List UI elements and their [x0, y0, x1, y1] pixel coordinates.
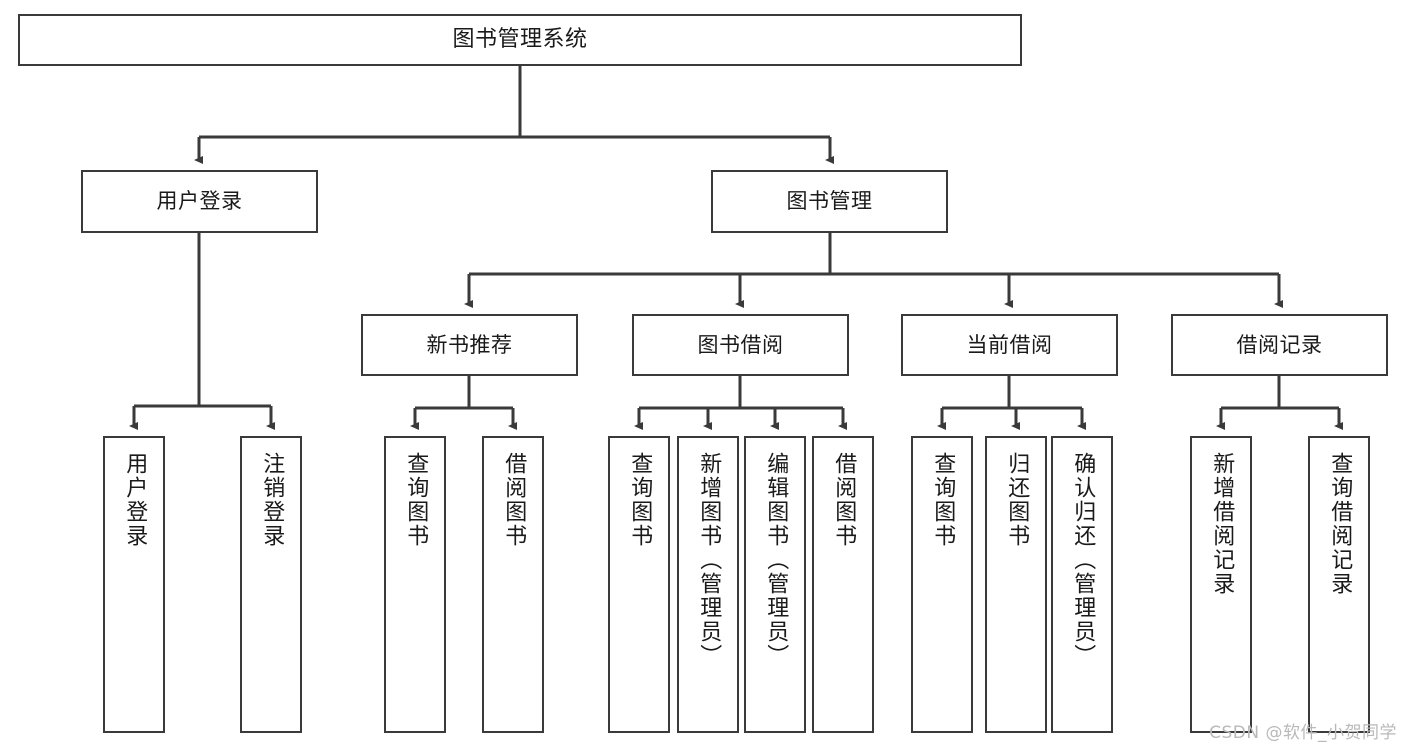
csdn-watermark: CSDN @软件_小贺同学: [1209, 723, 1397, 743]
node-book-borrow[interactable]: 图书借阅: [632, 314, 849, 376]
leaf-user-login[interactable]: 用户登录: [103, 436, 165, 733]
leaf-edit-book-admin-label: 编辑图书（管理员）: [763, 452, 789, 668]
node-new-book-recommend[interactable]: 新书推荐: [361, 314, 578, 376]
leaf-edit-book-admin[interactable]: 编辑图书（管理员）: [744, 436, 806, 733]
leaf-query-book-borrow-label: 查询图书: [627, 452, 653, 548]
leaf-add-borrow-record[interactable]: 新增借阅记录: [1190, 436, 1252, 733]
leaf-logout-label: 注销登录: [259, 452, 285, 548]
node-user-login-label: 用户登录: [156, 189, 243, 214]
leaf-logout[interactable]: 注销登录: [240, 436, 302, 733]
node-book-management[interactable]: 图书管理: [711, 170, 948, 233]
leaf-confirm-return-admin[interactable]: 确认归还（管理员）: [1051, 436, 1113, 733]
leaf-query-book-recommend-label: 查询图书: [403, 452, 429, 548]
leaf-add-book-admin[interactable]: 新增图书（管理员）: [677, 436, 739, 733]
leaf-query-book-recommend[interactable]: 查询图书: [384, 436, 446, 733]
leaf-query-borrow-record[interactable]: 查询借阅记录: [1308, 436, 1370, 733]
node-borrow-record[interactable]: 借阅记录: [1171, 314, 1388, 376]
leaf-query-book-current[interactable]: 查询图书: [911, 436, 973, 733]
leaf-query-borrow-record-label: 查询借阅记录: [1327, 452, 1353, 596]
node-current-borrow-label: 当前借阅: [966, 332, 1053, 357]
node-book-management-label: 图书管理: [786, 189, 873, 214]
leaf-add-borrow-record-label: 新增借阅记录: [1209, 452, 1235, 596]
node-user-login[interactable]: 用户登录: [81, 170, 318, 233]
leaf-user-login-label: 用户登录: [122, 452, 148, 548]
node-root-label: 图书管理系统: [452, 27, 588, 53]
leaf-borrow-book-label: 借阅图书: [831, 452, 857, 548]
node-new-book-recommend-label: 新书推荐: [426, 332, 513, 357]
node-book-borrow-label: 图书借阅: [697, 332, 784, 357]
node-root[interactable]: 图书管理系统: [18, 14, 1022, 66]
leaf-query-book-borrow[interactable]: 查询图书: [608, 436, 670, 733]
leaf-add-book-admin-label: 新增图书（管理员）: [696, 452, 722, 668]
leaf-borrow-book[interactable]: 借阅图书: [812, 436, 874, 733]
leaf-query-book-current-label: 查询图书: [930, 452, 956, 548]
leaf-return-book-label: 归还图书: [1004, 452, 1030, 548]
node-current-borrow[interactable]: 当前借阅: [901, 314, 1118, 376]
leaf-return-book[interactable]: 归还图书: [985, 436, 1047, 733]
leaf-borrow-book-recommend[interactable]: 借阅图书: [482, 436, 544, 733]
node-borrow-record-label: 借阅记录: [1236, 332, 1323, 357]
leaf-borrow-book-recommend-label: 借阅图书: [501, 452, 527, 548]
leaf-confirm-return-admin-label: 确认归还（管理员）: [1070, 452, 1096, 668]
